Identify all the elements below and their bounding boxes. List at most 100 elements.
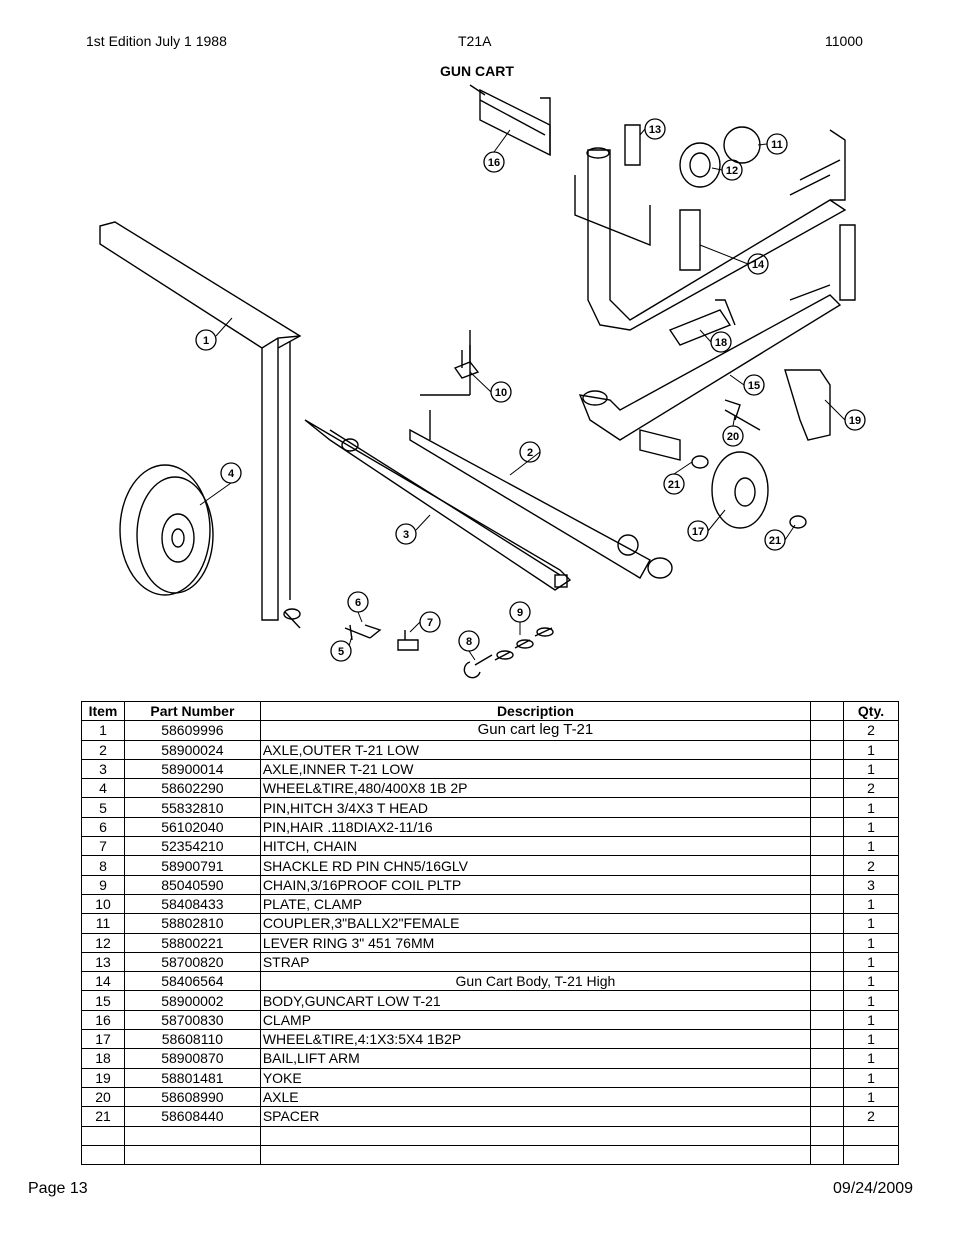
- callout-8: 8: [466, 636, 472, 648]
- part-number-cell: 56102040: [123, 816, 261, 838]
- axle-20-drawing: [724, 399, 761, 431]
- description-cell: COUPLER,3"BALLX2"FEMALE: [259, 913, 812, 934]
- blank-cell: [810, 1144, 845, 1166]
- blank-cell: [810, 951, 845, 973]
- callout-10: 10: [495, 387, 507, 399]
- part-number-cell: [123, 1144, 261, 1166]
- item-cell: 12: [81, 932, 125, 953]
- qty-cell: 1: [843, 1086, 899, 1108]
- blank-cell: [810, 836, 845, 857]
- description-cell: AXLE,INNER T-21 LOW: [259, 758, 812, 780]
- qty-cell: 2: [843, 1106, 899, 1127]
- callout-18: 18: [715, 337, 727, 349]
- blank-cell: [810, 1009, 845, 1031]
- callout-12: 12: [726, 165, 738, 177]
- callout-2: 2: [527, 447, 533, 459]
- part-number-cell: 58608990: [123, 1086, 261, 1108]
- blank-cell: [810, 758, 845, 780]
- item-cell: 20: [81, 1086, 125, 1108]
- part-number-cell: 58408433: [123, 893, 261, 915]
- item-cell: 1: [81, 720, 125, 741]
- page-number: Page 13: [28, 1180, 88, 1197]
- description-cell: WHEEL&TIRE,4:1X3:5X4 1B2P: [259, 1029, 812, 1050]
- description-cell: [259, 1125, 812, 1146]
- description-cell: PIN,HAIR .118DIAX2-11/16: [259, 816, 812, 838]
- item-cell: 8: [81, 855, 125, 876]
- part-number-cell: 58608110: [123, 1029, 261, 1050]
- callout-5: 5: [338, 646, 344, 658]
- description-cell: YOKE: [259, 1067, 812, 1088]
- callout-17: 17: [692, 526, 704, 538]
- callout-bubbles: 1 2 3 4 5 6 7 8 9 10 11 12 13 14 15 16 1…: [195, 118, 866, 662]
- qty-cell: 1: [843, 758, 899, 780]
- qty-cell: 2: [843, 855, 899, 876]
- callout-7: 7: [427, 617, 433, 629]
- part-number-cell: 58801481: [123, 1067, 261, 1088]
- item-cell: 14: [81, 971, 125, 992]
- print-date: 09/24/2009: [833, 1180, 914, 1197]
- clamp-16-drawing: [469, 84, 551, 157]
- blank-cell: [810, 893, 845, 915]
- part-number-cell: 58900014: [123, 758, 261, 780]
- part-number-cell: [123, 1125, 261, 1146]
- callout-21b: 21: [769, 535, 781, 547]
- hardware-drawing: [344, 624, 554, 679]
- wheel-4-drawing: [119, 464, 214, 596]
- item-cell: 15: [81, 990, 125, 1011]
- description-cell: AXLE,OUTER T-21 LOW: [259, 739, 812, 760]
- col-blank: [810, 700, 845, 722]
- part-number-cell: 58609996: [123, 720, 261, 741]
- description-cell: PLATE, CLAMP: [259, 893, 812, 915]
- blank-cell: [810, 990, 845, 1011]
- item-cell: 6: [81, 816, 125, 838]
- qty-cell: 1: [843, 739, 899, 760]
- description-cell: SPACER: [259, 1106, 812, 1127]
- blank-cell: [810, 1106, 845, 1127]
- qty-cell: 1: [843, 990, 899, 1011]
- part-number-cell: 58900024: [123, 739, 261, 760]
- item-cell: 9: [81, 874, 125, 895]
- callout-16: 16: [488, 157, 500, 169]
- col-qty: Qty.: [843, 700, 899, 722]
- callout-4: 4: [228, 468, 235, 480]
- qty-cell: 1: [843, 932, 899, 953]
- table-row: [81, 1144, 899, 1166]
- description-cell: [259, 1144, 812, 1166]
- qty-cell: 1: [843, 1029, 899, 1050]
- callout-19: 19: [849, 415, 861, 427]
- plate-clamp-drawing: [453, 345, 480, 379]
- part-number-cell: 52354210: [123, 836, 261, 857]
- part-number-cell: 58700820: [123, 951, 261, 973]
- blank-cell: [810, 797, 845, 818]
- col-part-number: Part Number: [123, 700, 261, 722]
- description-cell: Gun Cart Body, T-21 High: [259, 971, 812, 992]
- callout-13: 13: [649, 124, 661, 136]
- item-cell: 2: [81, 739, 125, 760]
- qty-cell: 1: [843, 1067, 899, 1088]
- blank-cell: [810, 932, 845, 953]
- blank-cell: [810, 971, 845, 992]
- yoke-drawing: [784, 369, 831, 441]
- blank-cell: [810, 1086, 845, 1108]
- blank-cell: [810, 874, 845, 895]
- blank-cell: [810, 1048, 845, 1069]
- part-number-cell: 58406564: [123, 971, 261, 992]
- callout-11: 11: [771, 139, 783, 151]
- callout-3: 3: [403, 529, 409, 541]
- description-cell: Gun cart leg T-21: [259, 720, 812, 741]
- wheel-17-drawing: [691, 451, 807, 529]
- item-cell: 5: [81, 797, 125, 818]
- blank-cell: [810, 778, 845, 799]
- body-low-drawing: [578, 224, 856, 461]
- part-number-cell: 58602290: [123, 778, 261, 799]
- item-cell: 21: [81, 1106, 125, 1127]
- qty-cell: 1: [843, 816, 899, 838]
- callout-14: 14: [752, 259, 765, 271]
- table-header-row: Item Part Number Description Qty.: [81, 700, 899, 722]
